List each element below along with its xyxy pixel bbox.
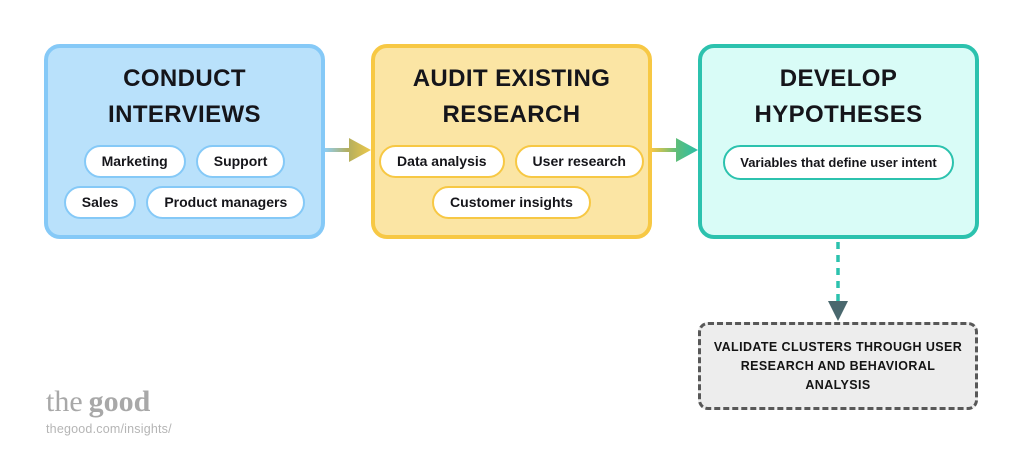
flow-arrow-icon bbox=[325, 138, 371, 162]
step-develop-hypotheses: DEVELOP HYPOTHESES Variables that define… bbox=[698, 44, 979, 239]
tag-row: Variables that define user intent bbox=[723, 145, 954, 180]
validate-clusters-box: VALIDATE CLUSTERS THROUGH USER RESEARCH … bbox=[698, 322, 978, 410]
tag-data-analysis: Data analysis bbox=[379, 145, 505, 178]
tag-row: Data analysis User research bbox=[379, 145, 644, 178]
tag-marketing: Marketing bbox=[83, 145, 186, 178]
validate-clusters-label: VALIDATE CLUSTERS THROUGH USER RESEARCH … bbox=[713, 339, 963, 392]
tag-list: Variables that define user intent bbox=[723, 145, 954, 180]
tag-row: Marketing Support bbox=[83, 145, 286, 178]
tag-row: Sales Product managers bbox=[63, 186, 306, 219]
tag-sales: Sales bbox=[63, 186, 137, 219]
tag-list: Marketing Support Sales Product managers bbox=[63, 145, 306, 219]
tag-variables-user-intent: Variables that define user intent bbox=[723, 145, 954, 180]
dashed-down-arrow-icon bbox=[828, 242, 848, 321]
step-conduct-interviews: CONDUCT INTERVIEWS Marketing Support Sal… bbox=[44, 44, 325, 239]
logo-word-the: the bbox=[46, 385, 83, 418]
step-title-audit-existing-research: AUDIT EXISTING RESEARCH bbox=[412, 65, 611, 128]
tag-support: Support bbox=[195, 145, 286, 178]
footer-url: thegood.com/insights/ bbox=[46, 422, 172, 436]
tag-list: Data analysis User research Customer ins… bbox=[379, 145, 644, 219]
step-title-develop-hypotheses: DEVELOP HYPOTHESES bbox=[754, 65, 923, 128]
logo-word-good: good bbox=[88, 385, 151, 418]
tag-product-managers: Product managers bbox=[146, 186, 306, 219]
flow-arrow-icon bbox=[652, 138, 698, 162]
tag-customer-insights: Customer insights bbox=[432, 186, 591, 219]
tag-user-research: User research bbox=[514, 145, 644, 178]
step-audit-existing-research: AUDIT EXISTING RESEARCH Data analysis Us… bbox=[371, 44, 652, 239]
step-title-conduct-interviews: CONDUCT INTERVIEWS bbox=[108, 65, 261, 128]
tag-row: Customer insights bbox=[432, 186, 591, 219]
